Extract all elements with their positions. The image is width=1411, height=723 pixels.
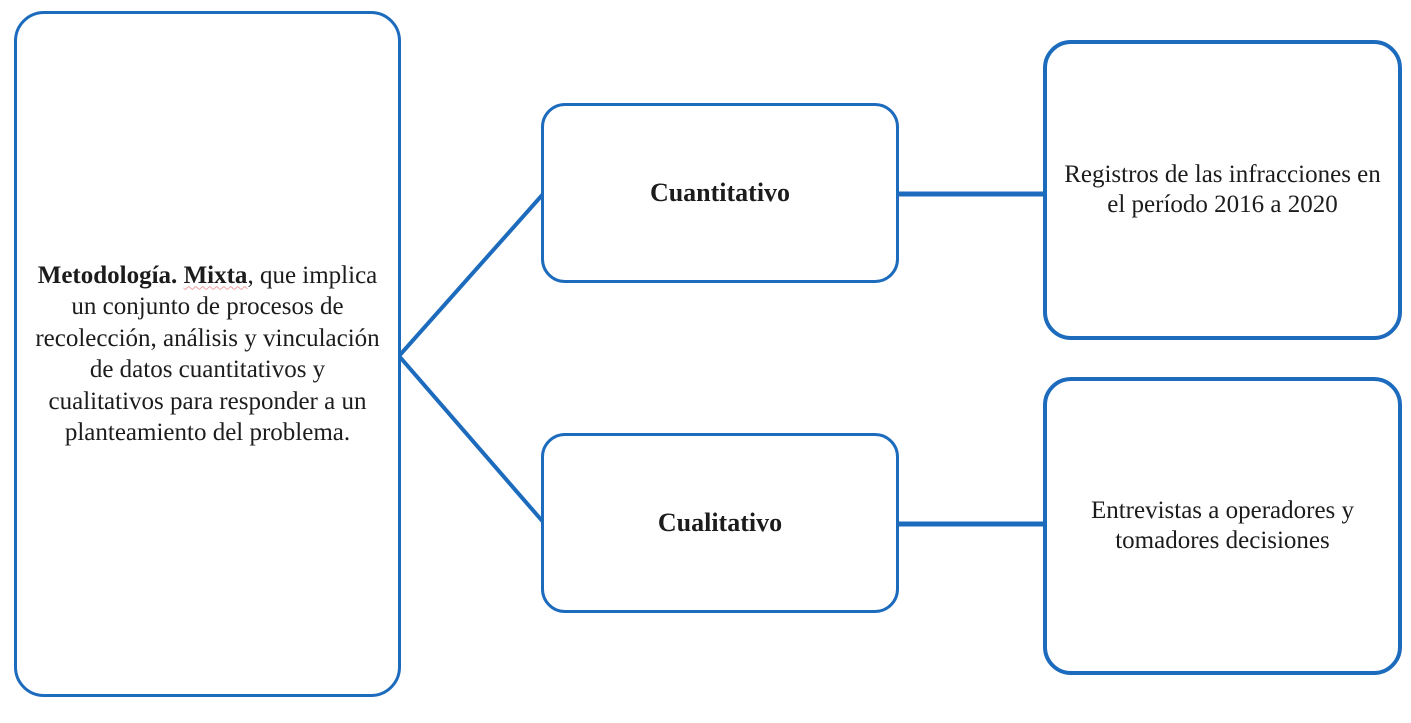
branch-label-cualitativo: Cualitativo	[657, 508, 783, 537]
branch-box-cualitativo: Cualitativo	[541, 433, 899, 613]
connector-root-to-cualitativo	[397, 354, 546, 525]
branch-box-cuantitativo: Cuantitativo	[541, 103, 899, 283]
root-bold-heading: Metodología. Mixta	[38, 262, 248, 289]
detail-box-entrevistas: Entrevistas a operadores y tomadores dec…	[1043, 377, 1402, 675]
root-methodology-text: Metodología. Mixta, que implica un conju…	[31, 260, 384, 449]
detail-box-registros: Registros de las infracciones en el perí…	[1043, 40, 1402, 340]
root-methodology-box: Metodología. Mixta, que implica un conju…	[14, 11, 401, 697]
detail-text-entrevistas: Entrevistas a operadores y tomadores dec…	[1090, 496, 1355, 555]
detail-text-registros: Registros de las infracciones en el perí…	[1064, 160, 1381, 219]
root-bold-lead: Metodología.	[37, 261, 184, 289]
connector-root-to-cuantitativo	[397, 191, 546, 358]
branch-label-cuantitativo: Cuantitativo	[649, 178, 791, 207]
root-body-text: , que implica un conjunto de procesos de…	[35, 261, 380, 447]
root-bold-underlined-word: Mixta	[183, 261, 248, 289]
